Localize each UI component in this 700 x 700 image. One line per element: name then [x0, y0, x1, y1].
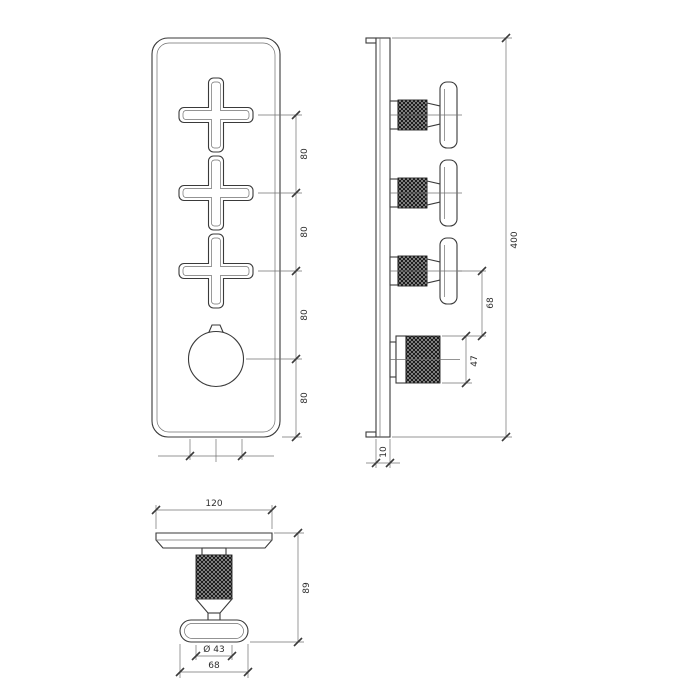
dim-label-80-3: 80 [300, 309, 310, 321]
side-view: 400 68 47 10 [365, 33, 520, 468]
side-dim-height: 400 [392, 33, 520, 442]
handle-cross-arm-inner [184, 623, 244, 639]
temp-knob-front [187, 324, 245, 388]
bottom-view: 120 89 Ø 43 [151, 499, 312, 678]
plate-bottom-flange [365, 431, 377, 438]
side-dim-knob: 47 [442, 331, 480, 388]
front-view: 80 80 80 80 [151, 37, 310, 462]
dim-label-68-bottom: 68 [208, 661, 220, 671]
dim-label-80-2: 80 [300, 226, 310, 238]
side-dim-thickness: 10 [366, 439, 400, 468]
bottom-plate-edge [155, 532, 273, 549]
handle-cross-arm-end [179, 619, 249, 643]
bottom-dim-width: 120 [151, 499, 277, 529]
bottom-dim-span: 68 [175, 644, 253, 678]
dim-label-10: 10 [379, 446, 389, 458]
knob-circle [187, 330, 245, 388]
dim-label-400: 400 [510, 231, 520, 248]
plate-top-flange [365, 37, 377, 44]
dim-label-80-4: 80 [300, 392, 310, 404]
dim-label-120: 120 [205, 499, 222, 509]
handle-knurled-body [195, 554, 233, 600]
dim-label-47: 47 [470, 355, 480, 366]
front-bottom-marks [158, 439, 274, 462]
dim-label-68-side: 68 [486, 297, 496, 309]
dim-label-dia-43: Ø 43 [203, 644, 224, 655]
side-dim-offset: 68 [442, 266, 496, 341]
dim-label-89: 89 [302, 582, 312, 594]
front-dimensions: 80 80 80 80 [246, 110, 310, 442]
side-knob [389, 335, 460, 384]
handle-stem [207, 612, 221, 621]
dim-label-80-1: 80 [300, 148, 310, 160]
bottom-handle [179, 547, 249, 643]
bottom-dim-depth: 89 [250, 528, 312, 647]
side-plate [375, 37, 391, 438]
handle-base [201, 547, 227, 556]
faceplate-inner-edge [156, 42, 276, 433]
bottom-dim-diameter: Ø 43 [191, 644, 237, 661]
